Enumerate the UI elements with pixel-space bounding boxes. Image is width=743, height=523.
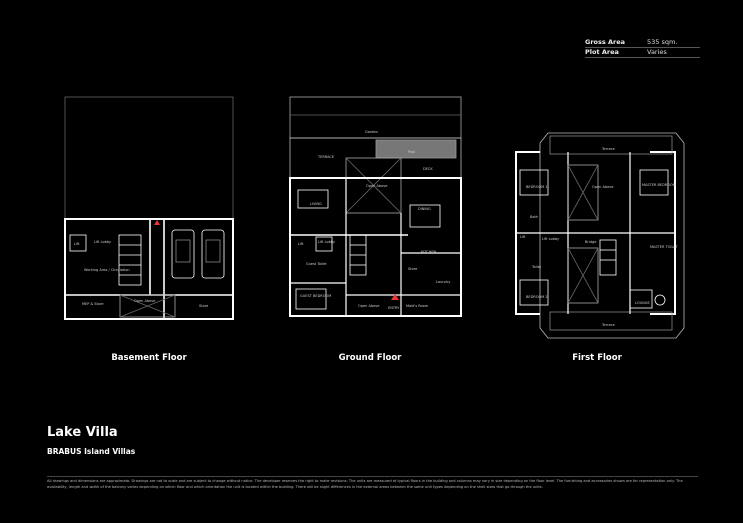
ground-open-above-label: Open Above [366,184,387,188]
ground-open-above-lower-label: Open Above [358,304,379,308]
first-lift-lobby-label: Lift Lobby [542,237,559,241]
basement-lift-label: Lift [74,242,80,246]
ground-kitchen-label: KITCHEN [421,250,437,254]
basement-open-above-label: Open Above [134,299,155,303]
first-lounge-label: LOUNGE [635,301,650,305]
ground-maids-room-label: Maid's Room [406,304,429,308]
gross-area-row: Gross Area 535 sqm. [585,38,700,48]
ground-lift-label: Lift [298,242,304,246]
first-toilet-label: Toilet [531,265,542,269]
ground-pool-label: Pool [408,150,415,154]
first-floor-plan: Terrace BEDROOM 1 Open Above MASTER BEDR… [510,130,690,345]
project-title: Lake Villa [47,425,118,440]
ground-entry-label: ENTRY [388,306,400,310]
first-lift-label: Lift [520,235,526,239]
ground-laundry-label: Laundry [436,280,450,284]
basement-lift-lobby-label: Lift Lobby [94,240,111,244]
first-open-above-top-label: Open Above [592,185,613,189]
footer-divider [47,476,698,477]
ground-store-label: Store [408,267,417,271]
basement-floor-label: Basement Floor [111,353,187,363]
first-master-bedroom-label: MASTER BEDROOM [642,183,676,187]
first-bedroom-2-label: BEDROOM 2 [526,295,548,299]
ground-terrace-label: TERRACE [317,155,334,159]
ground-guest-bedroom-label: GUEST BEDROOM [300,294,331,298]
gross-area-value: 535 sqm. [647,38,678,46]
plot-area-value: Varies [647,48,667,56]
first-floor-label: First Floor [572,353,622,363]
ground-floor-label: Ground Floor [338,353,402,363]
project-subtitle: BRABUS Island Villas [47,447,136,456]
ground-floor-plan: Garden Pool TERRACE DECK LIVING Open Abo… [288,95,463,345]
first-terrace-top-label: Terrace [601,147,615,151]
ground-guest-toilet-label: Guest Toilet [306,262,327,266]
first-bath-label: Bath [530,215,538,219]
plot-area-label: Plot Area [585,48,619,56]
plot-area-row: Plot Area Varies [585,48,700,58]
first-terrace-bottom-label: Terrace [601,323,615,327]
first-master-toilet-label: MASTER TOILET [650,245,679,249]
first-bridge-label: Bridge [585,240,596,244]
ground-living-label: LIVING [310,202,322,206]
ground-deck-label: DECK [423,167,433,171]
basement-store-label: Store [199,304,208,308]
basement-mep-label: MEP & Store [82,302,104,306]
disclaimer-text: All drawings and dimensions are approxim… [47,479,683,489]
area-summary-table: Gross Area 535 sqm. Plot Area Varies [585,38,700,58]
basement-working-area-label: Working Area / Circulation [84,268,130,272]
ground-garden-label: Garden [365,130,378,134]
ground-lift-lobby-label: Lift Lobby [318,240,335,244]
basement-floor-plan: Lift Lift Lobby Working Area / Circulati… [64,95,236,321]
gross-area-label: Gross Area [585,38,626,46]
first-bedroom-1-label: BEDROOM 1 [526,185,548,189]
ground-dining-label: DINING [418,207,431,211]
